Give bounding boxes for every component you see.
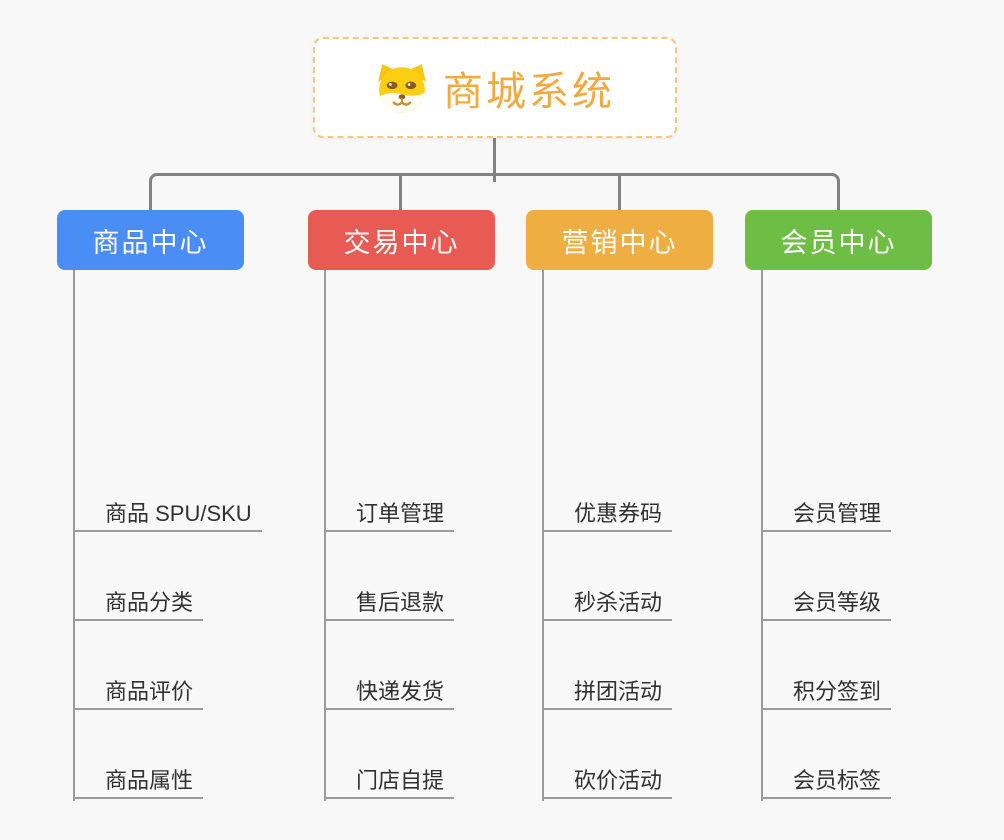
topic-item[interactable]: 商品 SPU/SKU: [73, 496, 262, 532]
topic-item[interactable]: 拼团活动: [542, 674, 673, 710]
branch-trunk-line: [542, 270, 544, 801]
topic-item[interactable]: 积分签到: [761, 674, 892, 710]
branch-connector-bracket: [149, 173, 840, 210]
topic-item[interactable]: 优惠券码: [542, 496, 673, 532]
branch-product-center: 商品中心 商品 SPU/SKU 商品分类 商品评价 商品属性 商品推荐 商品品牌: [57, 210, 327, 820]
branch-connector-stub-marketing: [618, 176, 621, 210]
topic-item[interactable]: 售后退款: [324, 585, 455, 621]
topic-item[interactable]: 订单管理: [324, 496, 455, 532]
branch-marketing-center: 营销中心 优惠券码 秒杀活动 拼团活动 砍价活动 限时折扣 满减送: [526, 210, 796, 820]
topic-item[interactable]: 商品分类: [73, 585, 204, 621]
topic-item[interactable]: 会员等级: [761, 585, 892, 621]
topic-item[interactable]: 会员管理: [761, 496, 892, 532]
topic-item[interactable]: 砍价活动: [542, 763, 673, 799]
branch-trunk-line: [73, 270, 75, 801]
topic-item[interactable]: 商品属性: [73, 763, 204, 799]
branch-node-product-center[interactable]: 商品中心: [57, 210, 244, 270]
branch-node-member-center[interactable]: 会员中心: [745, 210, 932, 270]
branch-trunk-line: [324, 270, 326, 801]
topic-item[interactable]: 快递发货: [324, 674, 455, 710]
root-node-mall-system[interactable]: 商城系统: [313, 37, 677, 138]
root-connector-stem: [493, 136, 496, 182]
branch-member-center: 会员中心 会员管理 会员等级 积分签到 会员标签 会员分组 收货地址: [745, 210, 1004, 820]
topic-item[interactable]: 秒杀活动: [542, 585, 673, 621]
branch-trunk-line: [761, 270, 763, 801]
doge-icon: [378, 63, 426, 113]
branch-node-trade-center[interactable]: 交易中心: [308, 210, 495, 270]
branch-trade-center: 交易中心 订单管理 售后退款 快递发货 门店自提 购物车 销售分佣: [308, 210, 578, 820]
branch-node-marketing-center[interactable]: 营销中心: [526, 210, 713, 270]
root-title: 商城系统: [443, 69, 615, 114]
topic-item[interactable]: 门店自提: [324, 763, 455, 799]
branch-connector-stub-trade: [399, 176, 402, 210]
topic-item[interactable]: 商品评价: [73, 674, 204, 710]
topic-item[interactable]: 会员标签: [761, 763, 892, 799]
